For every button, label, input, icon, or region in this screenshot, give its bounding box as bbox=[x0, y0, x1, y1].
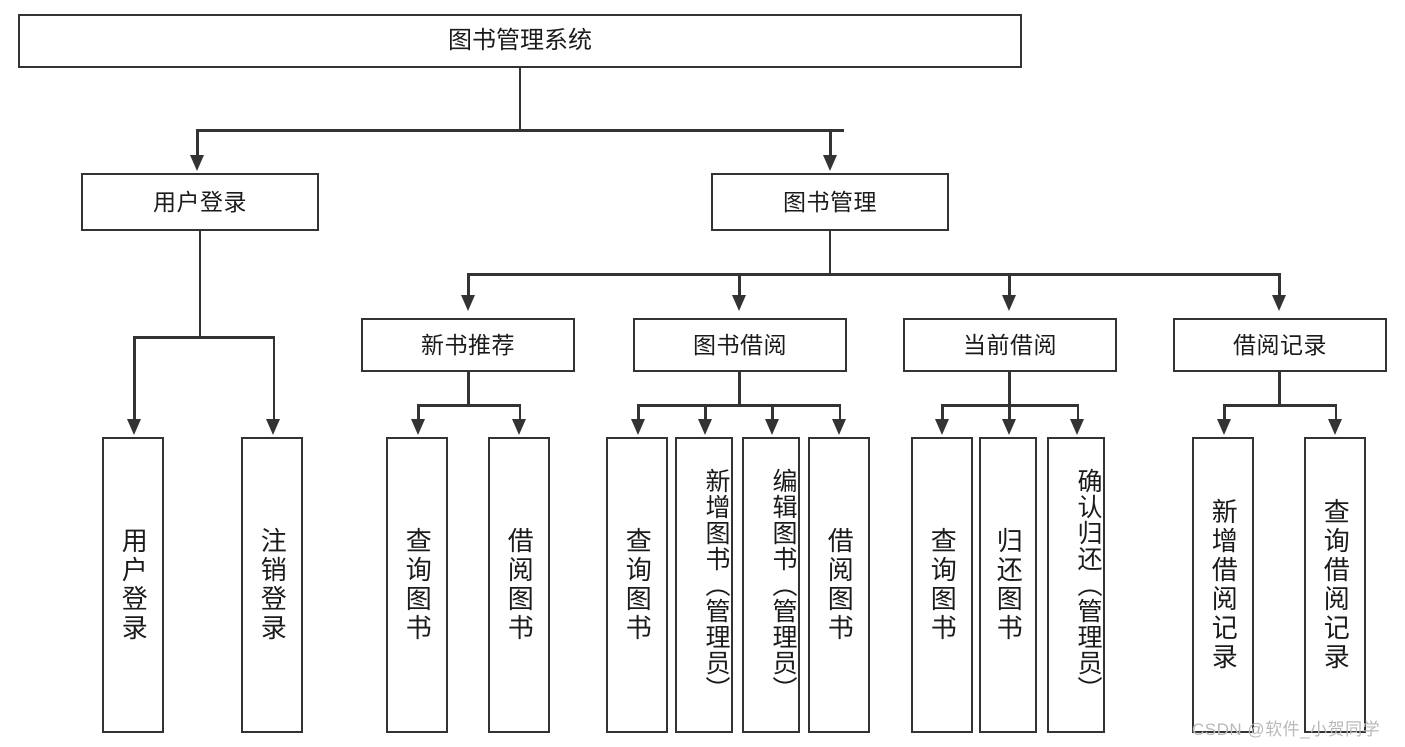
connector-cb-drop-2 bbox=[1008, 404, 1011, 421]
node-label: 当前借阅 bbox=[963, 331, 1057, 358]
node-label: 用户登录 bbox=[153, 188, 247, 215]
node-label: 查询借阅记录 bbox=[1320, 498, 1351, 672]
connector-cb-stem bbox=[1008, 372, 1011, 406]
leaf-borrow-book-borrow[interactable]: 借阅图书 bbox=[808, 437, 870, 733]
connector-bb-stem bbox=[738, 372, 741, 406]
leaf-confirm-return-admin[interactable]: 确认归还（管理员） bbox=[1047, 437, 1105, 733]
node-label: 注销登录 bbox=[257, 527, 288, 643]
node-borrow-record[interactable]: 借阅记录 bbox=[1173, 318, 1387, 372]
node-label: 确认归还（管理员） bbox=[1074, 468, 1102, 702]
node-root-book-management-system[interactable]: 图书管理系统 bbox=[18, 14, 1022, 68]
leaf-user-login[interactable]: 用户登录 bbox=[102, 437, 164, 733]
connector-bm-drop-2 bbox=[738, 273, 741, 297]
arrowhead-leaf-return-book bbox=[1001, 419, 1016, 435]
connector-bb-drop-3 bbox=[771, 404, 774, 421]
connector-book-management-stem bbox=[828, 231, 831, 275]
connector-user-login-stem bbox=[198, 231, 201, 338]
connector-br-drop-1 bbox=[1223, 404, 1226, 421]
node-label: 图书管理 bbox=[783, 188, 877, 215]
arrowhead-leaf-logout bbox=[266, 419, 281, 435]
connector-bb-bar bbox=[637, 404, 841, 407]
node-book-management[interactable]: 图书管理 bbox=[711, 173, 949, 231]
connector-user-login-drop-2 bbox=[272, 336, 275, 421]
connector-bb-drop-1 bbox=[637, 404, 640, 421]
connector-root-stem bbox=[518, 68, 521, 131]
connector-user-login-bar bbox=[133, 336, 275, 339]
arrowhead-new-book-recommend bbox=[460, 295, 475, 311]
connector-bm-drop-3 bbox=[1008, 273, 1011, 297]
arrowhead-book-borrow bbox=[731, 295, 746, 311]
connector-cb-drop-3 bbox=[1076, 404, 1079, 421]
arrowhead-leaf-query-book-3 bbox=[934, 419, 949, 435]
arrowhead-leaf-borrow-book-1 bbox=[512, 419, 527, 435]
leaf-borrow-book-recommend[interactable]: 借阅图书 bbox=[488, 437, 550, 733]
arrowhead-leaf-edit-book bbox=[764, 419, 779, 435]
connector-cb-drop-1 bbox=[941, 404, 944, 421]
node-book-borrow[interactable]: 图书借阅 bbox=[633, 318, 847, 372]
connector-bb-drop-4 bbox=[838, 404, 841, 421]
arrowhead-leaf-user-login bbox=[126, 419, 141, 435]
leaf-query-book-borrow[interactable]: 查询图书 bbox=[606, 437, 668, 733]
arrowhead-user-login bbox=[189, 155, 204, 171]
connector-br-bar bbox=[1223, 404, 1337, 407]
connector-bb-drop-2 bbox=[704, 404, 707, 421]
arrowhead-leaf-add-borrow-record bbox=[1216, 419, 1231, 435]
node-new-book-recommend[interactable]: 新书推荐 bbox=[361, 318, 575, 372]
leaf-add-borrow-record[interactable]: 新增借阅记录 bbox=[1192, 437, 1254, 733]
connector-br-stem bbox=[1278, 372, 1281, 406]
connector-nbr-drop-2 bbox=[518, 404, 521, 421]
connector-root-bar bbox=[196, 129, 844, 132]
leaf-edit-book-admin[interactable]: 编辑图书（管理员） bbox=[742, 437, 800, 733]
arrowhead-leaf-add-book bbox=[697, 419, 712, 435]
node-label: 查询图书 bbox=[927, 527, 958, 643]
node-label: 借阅图书 bbox=[824, 527, 855, 643]
connector-br-drop-2 bbox=[1334, 404, 1337, 421]
node-label: 用户登录 bbox=[118, 527, 149, 643]
connector-nbr-drop-1 bbox=[417, 404, 420, 421]
node-label: 新书推荐 bbox=[421, 331, 515, 358]
node-label: 图书借阅 bbox=[693, 331, 787, 358]
leaf-query-book-recommend[interactable]: 查询图书 bbox=[386, 437, 448, 733]
node-label: 借阅记录 bbox=[1233, 331, 1327, 358]
node-label: 查询图书 bbox=[622, 527, 653, 643]
arrowhead-book-management bbox=[822, 155, 837, 171]
arrowhead-leaf-confirm-return bbox=[1070, 419, 1085, 435]
leaf-query-book-current[interactable]: 查询图书 bbox=[911, 437, 973, 733]
leaf-return-book[interactable]: 归还图书 bbox=[979, 437, 1037, 733]
node-label: 查询图书 bbox=[402, 527, 433, 643]
node-current-borrow[interactable]: 当前借阅 bbox=[903, 318, 1117, 372]
connector-user-login-drop-1 bbox=[133, 336, 136, 421]
leaf-query-borrow-record[interactable]: 查询借阅记录 bbox=[1304, 437, 1366, 733]
connector-bm-drop-1 bbox=[467, 273, 470, 297]
node-label: 新增借阅记录 bbox=[1208, 498, 1239, 672]
arrowhead-leaf-query-book-2 bbox=[630, 419, 645, 435]
connector-nbr-stem bbox=[467, 372, 470, 406]
node-label: 图书管理系统 bbox=[448, 27, 592, 54]
node-label: 编辑图书（管理员） bbox=[769, 468, 797, 702]
connector-book-management-bar bbox=[467, 273, 1280, 276]
node-label: 归还图书 bbox=[993, 527, 1024, 643]
leaf-add-book-admin[interactable]: 新增图书（管理员） bbox=[675, 437, 733, 733]
leaf-logout[interactable]: 注销登录 bbox=[241, 437, 303, 733]
connector-root-drop-1 bbox=[196, 129, 199, 157]
arrowhead-borrow-record bbox=[1271, 295, 1286, 311]
node-label: 新增图书（管理员） bbox=[702, 468, 730, 702]
arrowhead-leaf-query-book-1 bbox=[410, 419, 425, 435]
connector-bm-drop-4 bbox=[1278, 273, 1281, 297]
connector-nbr-bar bbox=[417, 404, 521, 407]
node-label: 借阅图书 bbox=[504, 527, 535, 643]
arrowhead-leaf-borrow-book-2 bbox=[832, 419, 847, 435]
node-user-login[interactable]: 用户登录 bbox=[81, 173, 319, 231]
connector-root-drop-2 bbox=[829, 129, 832, 157]
arrowhead-current-borrow bbox=[1001, 295, 1016, 311]
arrowhead-leaf-query-borrow-record bbox=[1328, 419, 1343, 435]
